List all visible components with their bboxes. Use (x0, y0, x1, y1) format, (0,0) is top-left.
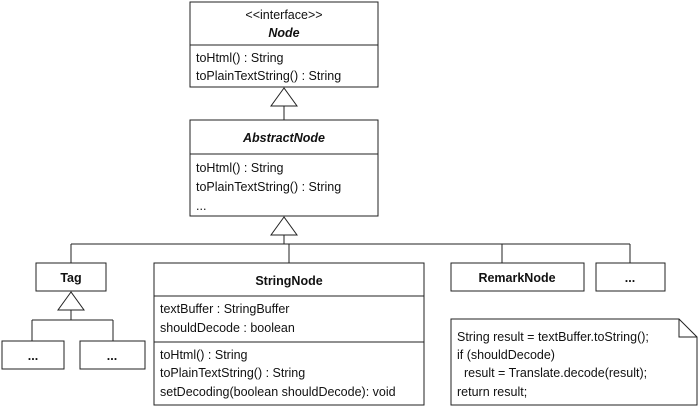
stringnode-class-name: StringNode (255, 274, 322, 288)
tag-subclass-box (1, 340, 65, 370)
inheritance-arrowhead (270, 216, 298, 236)
abstractnode-method-3: ... (196, 199, 206, 213)
abstractnode-method-1: toHtml() : String (196, 161, 284, 175)
generalization-tag-subclasses (31, 291, 114, 341)
tag-subclass-label: ... (107, 349, 117, 363)
note-line-1: String result = textBuffer.toString(); (457, 330, 649, 344)
stringnode-method-2: toPlainTextString() : String (160, 366, 305, 380)
tag-subclass-box (79, 340, 146, 370)
more-subclasses-label: ... (625, 271, 635, 285)
more-subclasses-class: ... (595, 262, 666, 292)
node-methods-box (189, 44, 379, 88)
node-header-box (189, 1, 379, 46)
abstractnode-method-2: toPlainTextString() : String (196, 180, 341, 194)
stringnode-method-3: setDecoding(boolean shouldDecode): void (160, 385, 396, 399)
abstractnode-class: AbstractNode toHtml() : String toPlainTe… (189, 119, 379, 217)
note-line-2: if (shouldDecode) (457, 348, 555, 362)
node-method-2: toPlainTextString() : String (196, 69, 341, 83)
stringnode-attribute-1: textBuffer : StringBuffer (160, 302, 289, 316)
inheritance-arrowhead (57, 291, 85, 311)
generalization-subclasses-to-abstractnode (70, 216, 631, 263)
tag-class: Tag (35, 262, 107, 292)
tag-box (35, 262, 107, 292)
more-subclasses-box (595, 262, 666, 292)
tag-class-name: Tag (60, 271, 81, 285)
abstractnode-methods-box (189, 153, 379, 217)
note-line-3: result = Translate.decode(result); (464, 366, 647, 380)
stringnode-class: StringNode textBuffer : StringBuffer sho… (153, 262, 425, 406)
remarknode-box (450, 262, 585, 292)
inheritance-arrowhead (270, 87, 298, 107)
tag-subclass-label: ... (28, 349, 38, 363)
abstractnode-class-name: AbstractNode (242, 131, 325, 145)
note-line-4: return result; (457, 385, 527, 399)
stringnode-method-1: toHtml() : String (160, 348, 248, 362)
note-body (450, 318, 698, 406)
tag-subclass-1: ... (1, 340, 65, 370)
node-stereotype: <<interface>> (245, 8, 322, 22)
remarknode-class: RemarkNode (450, 262, 585, 292)
node-class-name: Node (268, 26, 299, 40)
generalization-abstractnode-to-node (270, 87, 298, 120)
implementation-note: String result = textBuffer.toString(); i… (450, 318, 698, 406)
node-interface-class: <<interface>> Node toHtml() : String toP… (189, 1, 379, 88)
tag-subclass-2: ... (79, 340, 146, 370)
node-method-1: toHtml() : String (196, 51, 284, 65)
stringnode-attributes-box (153, 295, 425, 343)
stringnode-attribute-2: shouldDecode : boolean (160, 321, 295, 335)
remarknode-class-name: RemarkNode (478, 271, 555, 285)
stringnode-methods-box (153, 341, 425, 406)
note-folded-corner (678, 319, 697, 338)
stringnode-header-box (153, 262, 425, 297)
